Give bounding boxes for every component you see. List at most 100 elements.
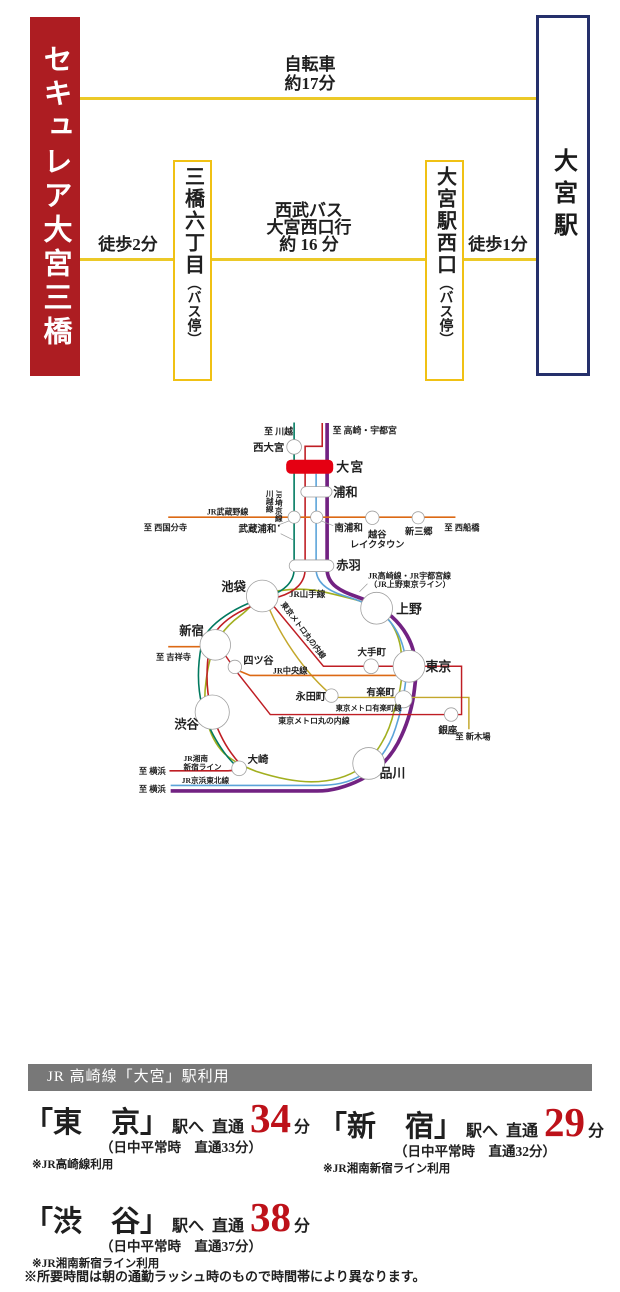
musashi-urawa-label: 武蔵浦和 — [239, 523, 277, 535]
route-tokyo-sub: （日中平常時 直通33分） — [100, 1140, 262, 1155]
shonan-shinjuku-label1: JR湘南 — [184, 753, 209, 763]
property-box: セキュレア大宮三橋 — [30, 17, 80, 376]
to-yokohama2-label: 至 横浜 — [139, 784, 167, 794]
station-ginza — [444, 707, 459, 722]
route-tokyo-dest: 「東 京」 — [24, 1107, 170, 1139]
route-tokyo-chokutsu: 直通 — [212, 1119, 245, 1136]
ueno-label: 上野 — [396, 603, 422, 617]
bus-route-label3: 約 16 分 — [279, 235, 339, 254]
keihin-label: JR京浜東北線 — [182, 775, 230, 785]
bus-stop2-suffix: （バス停） — [437, 276, 453, 346]
to-shinkiba-label: 至 新木場 — [455, 732, 491, 742]
ginza-label: 銀座 — [438, 725, 457, 737]
omiya-label: 大宮 — [336, 459, 364, 474]
akabane-label: 赤羽 — [336, 558, 360, 573]
bus-stop1-box: 三橋六丁目（バス停） — [173, 160, 212, 381]
to-nishikokubunji-label: 至 西国分寺 — [144, 523, 187, 533]
route-shibuya-sub: （日中平常時 直通37分） — [100, 1239, 262, 1254]
bus-route-label1: 西武バス — [275, 201, 343, 220]
route-shinjuku: 「新 宿」 駅へ 直通 29 分 （日中平常時 直通32分） ※JR湘南新宿ライ… — [318, 1102, 604, 1175]
chuo-label: JR中央線 — [273, 666, 309, 676]
route-shibuya-minutes: 38 — [250, 1194, 292, 1240]
ikebukuro-label: 池袋 — [221, 579, 246, 594]
station-tokyo — [392, 649, 426, 683]
walk2-label: 徒歩1分 — [468, 235, 528, 254]
omiya-station-box: 大宮駅 — [536, 15, 590, 376]
osaki-label: 大崎 — [248, 753, 269, 766]
nishi-omiya-label: 西大宮 — [253, 441, 284, 454]
to-yokohama1-label: 至 横浜 — [139, 766, 167, 776]
bus-stop2-box: 大宮駅西口（バス停） — [425, 160, 464, 381]
yurakucho-label: 有楽町 — [367, 687, 396, 699]
to-kawagoe-label: 至 川越 — [264, 426, 293, 437]
station-otemachi — [363, 658, 379, 675]
route-shinjuku-unit: 分 — [588, 1123, 605, 1140]
route-shinjuku-note: ※JR湘南新宿ライン利用 — [323, 1162, 451, 1175]
musashiurawa-label-pointer — [278, 520, 290, 526]
takasaki-utsunomiya-label2: （JR上野東京ライン） — [369, 579, 450, 589]
tokyo-label: 東京 — [425, 659, 451, 674]
route-shinjuku-dest: 「新 宿」 — [318, 1111, 464, 1143]
koshigaya-laketown-label1: 越谷 — [367, 528, 387, 539]
saikyo-kawagoe-label-col2: 川越線 — [265, 489, 274, 513]
route-tokyo-eki: 駅へ — [172, 1119, 205, 1136]
route-shibuya-eki: 駅へ — [172, 1218, 205, 1235]
to-takasaki-label: 至 高崎・宇都宮 — [333, 424, 397, 435]
route-shinjuku-row: 「新 宿」 駅へ 直通 29 分 — [318, 1102, 604, 1143]
route-shibuya: 「渋 谷」 駅へ 直通 38 分 （日中平常時 直通37分） ※JR湘南新宿ライ… — [24, 1197, 310, 1270]
chuo-line — [239, 670, 397, 677]
station-shinjuku — [199, 629, 231, 661]
route-tokyo: 「東 京」 駅へ 直通 34 分 （日中平常時 直通33分） ※JR高崎線利用 — [24, 1098, 310, 1171]
route-shibuya-dest: 「渋 谷」 — [24, 1206, 170, 1238]
shinagawa-label: 品川 — [380, 767, 406, 781]
minamiurawa-label-pointer — [320, 520, 334, 527]
uenotokyo-label-pointer — [359, 583, 368, 592]
marunouchi-diagonal-label: 東京メトロ丸の内線 — [279, 600, 329, 661]
station-minami-urawa — [310, 510, 324, 524]
yotsuya-label: 四ツ谷 — [243, 654, 274, 667]
station-nishi-omiya — [286, 439, 302, 455]
station-shibuya — [194, 694, 230, 730]
shibuya-label: 渋谷 — [174, 717, 199, 732]
station-urawa-pill — [300, 486, 333, 498]
info-header-bar: JR 高崎線「大宮」駅利用 — [28, 1064, 592, 1091]
station-omiya-box — [286, 459, 334, 474]
station-shin-misato — [411, 511, 425, 525]
saikyo-label-pointer — [280, 533, 294, 541]
to-nishifunabashi-label: 至 西船橋 — [444, 523, 480, 533]
station-yurakucho — [394, 690, 413, 709]
station-yotsuya — [227, 659, 242, 675]
otemachi-label: 大手町 — [358, 646, 387, 658]
yurakucho-metro-label: 東京メトロ有楽町線 — [336, 703, 403, 712]
station-koshigaya-laketown — [365, 510, 380, 525]
urawa-label: 浦和 — [333, 484, 357, 499]
property-name: セキュレア大宮三橋 — [39, 43, 71, 350]
station-shinagawa — [352, 747, 385, 780]
station-ueno — [360, 591, 393, 625]
station-nagatacho — [324, 688, 339, 703]
bus-stop1-suffix: （バス停） — [185, 276, 201, 346]
route-shibuya-chokutsu: 直通 — [212, 1218, 245, 1235]
shonan-shinjuku-label2: 新宿ライン — [184, 762, 223, 772]
station-akabane-pill — [288, 559, 335, 572]
time-footnote: ※所要時間は朝の通勤ラッシュ時のもので時間帯により異なります。 — [24, 1269, 426, 1284]
route-shibuya-unit: 分 — [294, 1218, 311, 1235]
route-tokyo-row: 「東 京」 駅へ 直通 34 分 — [24, 1098, 310, 1139]
bus-route-line — [212, 258, 425, 261]
route-tokyo-note: ※JR高崎線利用 — [32, 1158, 114, 1171]
route-shinjuku-sub: （日中平常時 直通32分） — [394, 1144, 556, 1159]
bike-route-label2: 約17分 — [284, 74, 336, 93]
route-shinjuku-chokutsu: 直通 — [506, 1123, 539, 1140]
route-shinjuku-eki: 駅へ — [466, 1123, 499, 1140]
route-shibuya-note: ※JR湘南新宿ライン利用 — [32, 1257, 160, 1270]
station-ikebukuro — [246, 579, 279, 613]
marunouchi-bottom-label: 東京メトロ丸の内線 — [278, 716, 349, 726]
bus-stop1-label: 三橋六丁目（バス停） — [182, 166, 204, 346]
route-tokyo-minutes: 34 — [250, 1095, 292, 1141]
station-osaki — [231, 760, 247, 777]
omiya-station-label: 大宮駅 — [549, 147, 576, 244]
route-shinjuku-minutes: 29 — [544, 1099, 586, 1145]
minami-urawa-label: 南浦和 — [334, 522, 362, 534]
bus-stop2-name: 大宮駅西口 — [433, 166, 456, 276]
